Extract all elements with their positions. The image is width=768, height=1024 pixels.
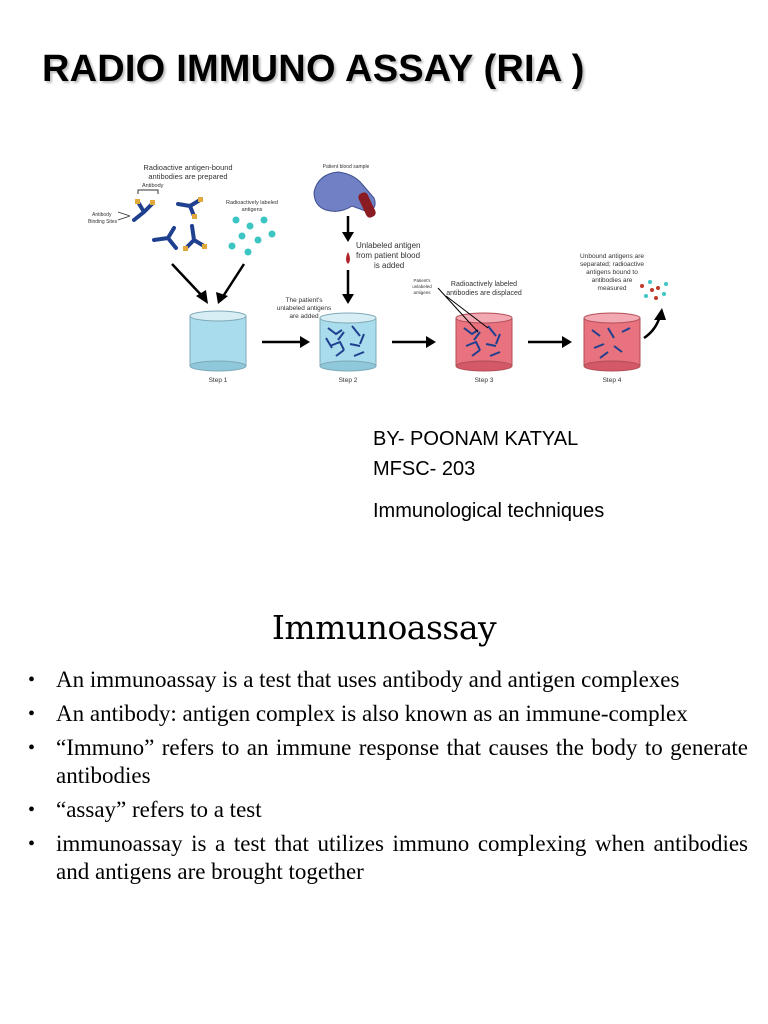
antibody-group <box>132 198 206 250</box>
author-name: BY- POONAM KATYAL <box>373 428 579 450</box>
beaker-step-4 <box>583 312 641 372</box>
bullet-item: • “assay” refers to a test <box>24 796 748 824</box>
bullet-text: immunoassay is a test that utilizes immu… <box>56 831 748 884</box>
bullet-item: • immunoassay is a test that utilizes imm… <box>24 830 748 886</box>
bullet-text: An immunoassay is a test that uses antib… <box>56 667 680 692</box>
course-code: MFSC- 203 <box>373 458 476 480</box>
label-small-1: Patient's <box>413 278 431 283</box>
slide-ria: RADIO IMMUNO ASSAY (RIA ) <box>42 48 680 526</box>
label-separated-2: separated; radioactive <box>580 261 644 268</box>
topic-line: Immunological techniques <box>373 500 605 522</box>
label-patients-unlabeled-2: unlabeled antigens <box>277 305 332 312</box>
label-displaced-2: antibodies are displaced <box>446 290 522 297</box>
label-step-2: Step 2 <box>339 377 358 384</box>
label-prepared-1: Radioactive antigen-bound <box>143 163 232 172</box>
label-small-3: antigens <box>413 290 431 295</box>
label-unlabeled-1: Unlabeled antigen <box>356 241 421 250</box>
label-separated-3: antigens bound to <box>586 269 638 276</box>
bullet-item: • An immunoassay is a test that uses anti… <box>24 666 748 694</box>
label-antibody: Antibody <box>142 183 164 189</box>
label-step-3: Step 3 <box>475 377 494 384</box>
immunoassay-title: Immunoassay <box>271 608 497 647</box>
bullet-dot-icon: • <box>28 833 36 855</box>
label-labeled-antigens-1: Radioactively labeled <box>226 200 278 206</box>
beaker-step-1 <box>189 310 247 372</box>
bullet-item: • An antibody: antigen complex is also kn… <box>24 700 748 728</box>
slide-title: RADIO IMMUNO ASSAY (RIA ) <box>42 48 585 90</box>
slide-immunoassay: Immunoassay • An immunoassay is a test th… <box>0 580 768 1024</box>
label-patient-sample: Patient blood sample <box>323 164 370 170</box>
author-block: BY- POONAM KATYAL MFSC- 203 Immunologica… <box>373 424 604 526</box>
bullet-text: “Immuno” refers to an immune response th… <box>56 735 748 788</box>
label-prepared-2: antibodies are prepared <box>148 172 227 181</box>
bullet-text: “assay” refers to a test <box>56 797 262 822</box>
ria-diagram: Radioactive antigen-bound antibodies are… <box>82 156 680 392</box>
separated-antigen-dots <box>640 280 668 300</box>
label-separated-4: antibodies are <box>592 277 633 284</box>
label-binding-sites-1: Antibody <box>92 212 112 218</box>
bullet-item: • “Immuno” refers to an immune response t… <box>24 734 748 790</box>
label-separated-1: Unbound antigens are <box>580 253 644 260</box>
beaker-step-3 <box>437 287 513 372</box>
label-separated-5: measured <box>598 285 627 292</box>
bullet-dot-icon: • <box>28 669 36 691</box>
ria-diagram-svg: Radioactive antigen-bound antibodies are… <box>82 156 680 392</box>
label-step-4: Step 4 <box>603 377 622 384</box>
bullet-dot-icon: • <box>28 737 36 759</box>
bullet-text: An antibody: antigen complex is also kno… <box>56 701 688 726</box>
label-labeled-antigens-2: antigens <box>242 207 263 213</box>
patient-sample-hand <box>313 171 376 218</box>
bullet-dot-icon: • <box>28 799 36 821</box>
bullet-dot-icon: • <box>28 703 36 725</box>
label-unlabeled-3: is added <box>374 261 404 270</box>
label-displaced-1: Radioactively labeled <box>451 281 517 288</box>
bullet-list: • An immunoassay is a test that uses anti… <box>24 666 748 892</box>
label-binding-sites-2: Binding Sites <box>88 219 118 225</box>
label-step-1: Step 1 <box>209 377 228 384</box>
beaker-step-2 <box>319 312 377 372</box>
labeled-antigen-dots <box>228 216 276 256</box>
label-patients-unlabeled-1: The patient's <box>285 297 323 304</box>
label-unlabeled-2: from patient blood <box>356 251 420 260</box>
label-patients-unlabeled-3: are added <box>289 313 319 320</box>
label-small-2: unlabeled <box>412 284 432 289</box>
